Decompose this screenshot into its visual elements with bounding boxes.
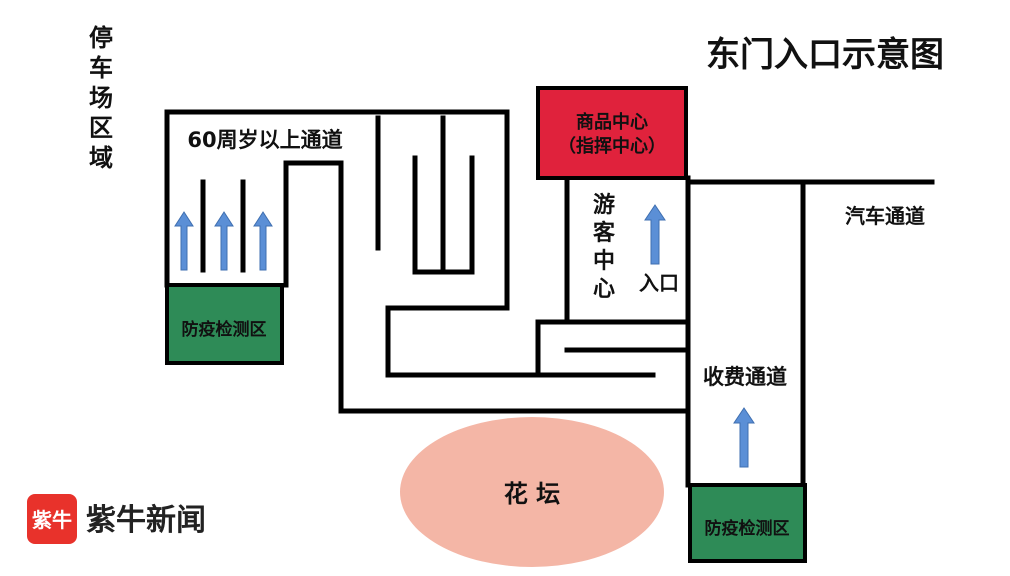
- up-arrow-icon: [733, 407, 755, 468]
- visitor-char: 中: [593, 249, 615, 274]
- logo-badge-text: 紫牛: [32, 508, 72, 532]
- epidemic-check-right-label: 防疫检测区: [705, 518, 790, 539]
- toll-lane-label: 收费通道: [703, 365, 787, 389]
- entrance-label: 入口: [639, 271, 679, 295]
- parking-char: 域: [89, 144, 113, 172]
- visitor-char: 客: [593, 220, 616, 246]
- queue-channel-walls: [164, 109, 935, 488]
- epidemic-check-right-box: [688, 483, 807, 563]
- up-arrow-icon: [253, 211, 273, 271]
- parking-char: 场: [89, 84, 113, 112]
- parking-area-label: 停 车 场 区 域: [89, 24, 113, 172]
- logo-badge: [27, 494, 77, 544]
- commerce-center-label: 商品中心: [576, 111, 648, 133]
- news-logo: 紫牛 紫牛新闻: [27, 494, 206, 544]
- commerce-center-box: [536, 86, 688, 180]
- visitor-center-label: 游 客 中 心: [593, 192, 616, 302]
- map-title: 东门入口示意图: [706, 35, 944, 75]
- logo-text: 紫牛新闻: [86, 503, 206, 538]
- parking-char: 停: [89, 24, 113, 52]
- parking-char: 车: [89, 54, 113, 82]
- up-arrow-icon: [214, 211, 234, 271]
- up-arrow-icon: [644, 204, 666, 265]
- epidemic-check-left-label: 防疫检测区: [182, 319, 267, 340]
- visitor-char: 心: [593, 277, 615, 302]
- flower-bed: [400, 417, 664, 567]
- senior-lane-label: 60周岁以上通道: [187, 128, 342, 152]
- wall-inner-u: [385, 305, 656, 378]
- flow-arrows: [174, 204, 755, 468]
- flower-bed-label: 花 坛: [504, 480, 560, 508]
- visitor-char: 游: [593, 192, 615, 218]
- car-lane-label: 汽车通道: [845, 204, 925, 228]
- commerce-center-sublabel: （指挥中心）: [558, 135, 666, 157]
- parking-char: 区: [89, 114, 113, 142]
- up-arrow-icon: [174, 211, 194, 271]
- epidemic-check-left-box: [165, 283, 284, 365]
